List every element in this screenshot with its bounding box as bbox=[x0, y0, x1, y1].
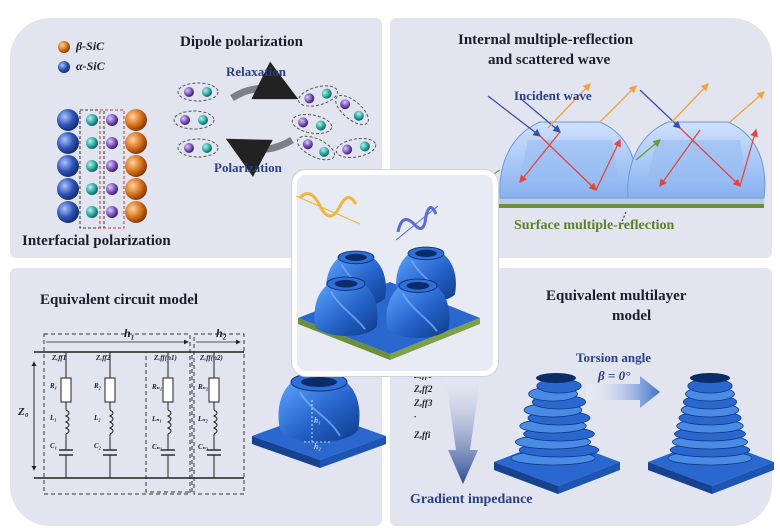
interfacial-caption: Interfacial polarization bbox=[22, 233, 171, 249]
circuit-title: Equivalent circuit model bbox=[40, 292, 199, 308]
relaxation-label: Relaxation bbox=[226, 64, 286, 79]
center-metastructure-frame bbox=[292, 170, 498, 376]
multilayer-title-line1: Equivalent multilayer bbox=[546, 288, 687, 304]
circuit-h2-label: h₂ bbox=[216, 326, 227, 340]
circuit-z0-label: Z₀ bbox=[18, 406, 29, 418]
circuit-label-r: Rₙ₁ bbox=[152, 383, 163, 391]
impedance-label: Zₑff2 bbox=[414, 384, 433, 394]
impedance-label: · bbox=[414, 412, 417, 422]
circuit-label-c: Cₙ₁ bbox=[152, 443, 163, 451]
circuit-label-l: L₁ bbox=[50, 414, 57, 422]
circuit-h1-label: h₁ bbox=[124, 326, 135, 340]
circuit-label-r: Rₙ₂ bbox=[198, 383, 209, 391]
circuit-label-z: Zₑff1 bbox=[52, 354, 67, 362]
reflection-title-line1: Internal multiple-reflection bbox=[458, 32, 634, 48]
beta-zero-label: β = 0° bbox=[598, 368, 631, 383]
dipole-title: Dipole polarization bbox=[180, 34, 303, 50]
circuit-label-c: Cₙ₂ bbox=[198, 443, 209, 451]
circuit-label-c: C₁ bbox=[50, 442, 58, 450]
surface-reflection-caption: Surface multiple-reflection bbox=[514, 218, 675, 233]
legend-beta-sic: β-SiC bbox=[76, 39, 105, 53]
torsion-angle-label: Torsion angle bbox=[576, 350, 652, 365]
circuit-label-r: R₂ bbox=[94, 382, 102, 390]
circuit-label-c: C₂ bbox=[94, 442, 102, 450]
cell-h1-label: h₁ bbox=[314, 416, 321, 425]
impedance-label: Zₑffi bbox=[414, 430, 431, 440]
incident-wave-label: Incident wave bbox=[514, 88, 592, 103]
legend-alpha-sic: α-SiC bbox=[76, 59, 105, 73]
circuit-label-l: Lₙ₁ bbox=[152, 415, 162, 423]
gradient-impedance-label: Gradient impedance bbox=[410, 492, 533, 507]
circuit-label-l: Lₙ₂ bbox=[198, 415, 208, 423]
cell-h2-label: h₂ bbox=[314, 442, 321, 451]
circuit-label-z: Zₑff2 bbox=[96, 354, 111, 362]
circuit-label-l: L₂ bbox=[94, 414, 101, 422]
circuit-label-z: Zₑff(n2) bbox=[200, 354, 223, 362]
circuit-label-r: R₁ bbox=[50, 382, 58, 390]
multilayer-title-line2: model bbox=[612, 308, 652, 324]
circuit-label-z: Zₑff(n1) bbox=[154, 354, 177, 362]
impedance-label: Zₑff3 bbox=[414, 398, 433, 408]
reflection-title-line2: and scattered wave bbox=[488, 52, 611, 68]
polarization-label: Polarization bbox=[214, 160, 282, 175]
